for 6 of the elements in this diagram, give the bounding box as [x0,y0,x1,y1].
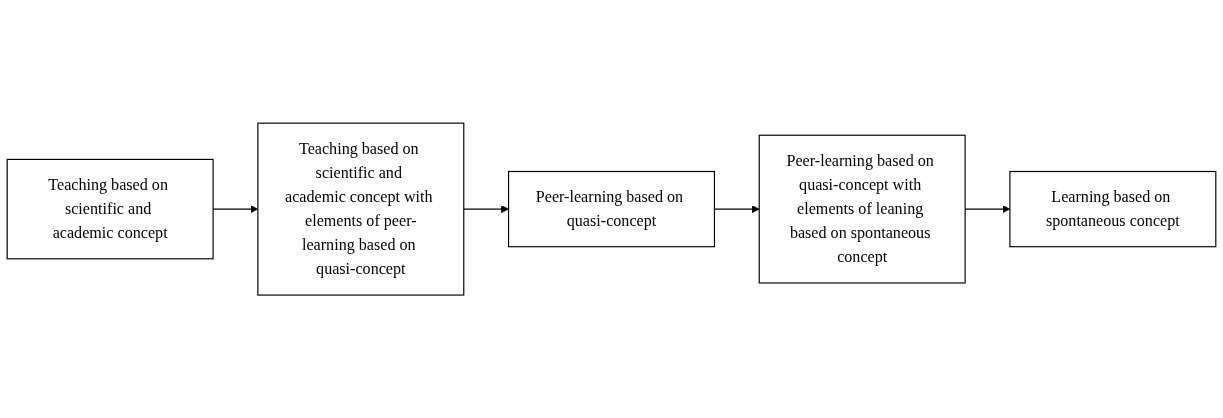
node-box: Peer-learning based on quasi-concept [507,170,716,248]
node-box: Learning based on spontaneous concept [1009,170,1217,248]
node-box: Teaching based on scientific and academic concept with elements of peer-learning based on quasi-concept [257,122,465,296]
arrow [463,205,509,213]
node-box: Teaching based on scientific and academic concept [6,158,214,260]
node-box: Peer-learning based on quasi-concept with elements of leaning based on spontaneous concept [758,134,966,284]
